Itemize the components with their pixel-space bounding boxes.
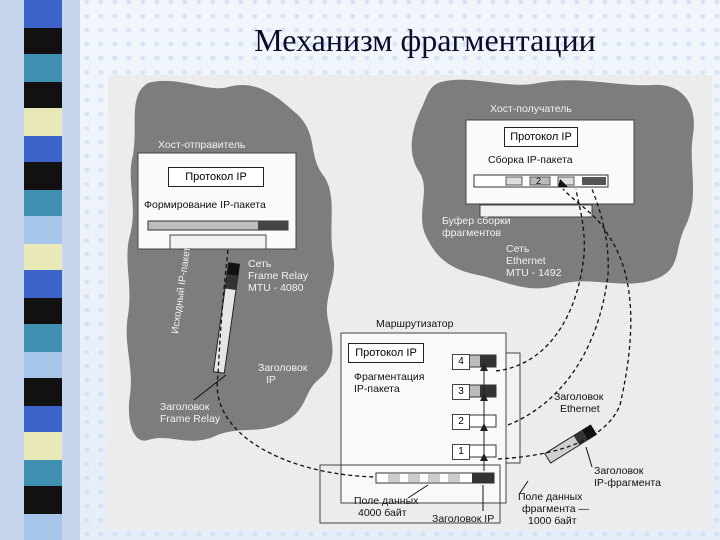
- buffer-label-line1: Буфер сборки: [442, 215, 511, 227]
- buffer-slot: [505, 176, 523, 186]
- packet-segment: [428, 474, 440, 482]
- sender-forming-label: Формирование IP-пакета: [144, 199, 266, 211]
- stripe-block: [24, 162, 62, 190]
- router-label: Маршрутизатор: [376, 318, 454, 330]
- sender-host-label: Хост-отправитель: [158, 139, 246, 151]
- stripe-block: [24, 136, 62, 162]
- path-sender-to-router: [216, 249, 377, 478]
- router-fragmentation-line2: IP-пакета: [354, 383, 400, 395]
- fr-header-label-line1: Заголовок: [160, 401, 210, 413]
- fragment-data-line2: фрагмента —: [522, 503, 589, 515]
- ethernet-fragment-ip-header: [573, 430, 588, 446]
- buffer-slot-number: 2: [536, 176, 542, 186]
- packet-segment: [408, 474, 420, 482]
- original-packet-group: [212, 262, 241, 374]
- stripe-block: [24, 190, 62, 216]
- ip-header-bottom-label: Заголовок IP: [432, 513, 495, 525]
- fragment-header: [480, 355, 496, 367]
- ethernet-line2: Ethernet: [506, 255, 546, 267]
- receiver-assembly-label: Сборка IP-пакета: [488, 154, 573, 166]
- router-arrowhead: [480, 423, 488, 431]
- frame-relay-line3: MTU - 4080: [248, 282, 304, 294]
- stripe-block: [24, 82, 62, 108]
- sender-host-base: [169, 234, 267, 250]
- fragment-data-line1: Поле данных: [518, 491, 583, 503]
- stripe-block: [24, 54, 62, 82]
- router-side: [505, 352, 521, 464]
- router-input-frame: [319, 464, 501, 524]
- leader-fr-header: [193, 374, 227, 401]
- fragment-number: 3: [452, 384, 470, 400]
- path-fragment-upper: [495, 188, 585, 372]
- stripe-block: [24, 0, 62, 28]
- data-field-line1: Поле данных: [354, 495, 419, 507]
- original-packet-bar: [212, 262, 241, 374]
- buffer-slot: [582, 177, 606, 185]
- stripe-block: [24, 216, 62, 244]
- ethernet-line3: MTU - 1492: [506, 267, 562, 279]
- path-router-to-receiver: [497, 188, 632, 460]
- fragment-header: [480, 385, 496, 397]
- sender-packet-header: [258, 221, 288, 230]
- ip-fragment-header-line1: Заголовок: [594, 465, 644, 477]
- router-fragmentation-line1: Фрагментация: [354, 371, 425, 383]
- stripe-block: [24, 298, 62, 324]
- receiver-protocol-box: Протокол IP: [504, 127, 578, 147]
- leader-data-field: [407, 484, 429, 499]
- ethernet-header-line2: Ethernet: [560, 403, 600, 415]
- stripe-block: [24, 108, 62, 136]
- ip-header-label-line2: IP: [266, 374, 276, 386]
- decorative-stripe: [0, 0, 80, 540]
- frame-relay-line2: Frame Relay: [248, 270, 309, 282]
- ethernet-line1: Сеть: [506, 243, 530, 255]
- original-packet-fr-header: [227, 262, 240, 277]
- slide-title: Механизм фрагментации: [254, 22, 596, 58]
- stripe-block: [24, 406, 62, 432]
- stripe-block: [24, 514, 62, 540]
- packet-ip-header: [472, 473, 494, 483]
- stripe-block: [24, 378, 62, 406]
- fr-header-label-line2: Frame Relay: [160, 413, 221, 425]
- router-arrowhead: [480, 363, 488, 371]
- fragment-number: 4: [452, 354, 470, 370]
- sender-protocol-box: Протокол IP: [168, 167, 264, 187]
- path-arrowhead: [558, 179, 568, 187]
- packet-segment: [388, 474, 400, 482]
- buffer-label-line2: фрагментов: [442, 227, 502, 239]
- frame-relay-cloud: [126, 80, 335, 441]
- original-packet-ip-header: [225, 274, 238, 291]
- stripe-block: [24, 270, 62, 298]
- stripe-block: [24, 352, 62, 378]
- receiver-host-base: [479, 204, 593, 218]
- ethernet-header-line1: Заголовок: [554, 391, 604, 403]
- stripe-block: [24, 486, 62, 514]
- fragment-data-line3: 1000 байт: [528, 515, 577, 527]
- ip-header-label-line1: Заголовок: [258, 362, 308, 374]
- packet-segment: [448, 474, 460, 482]
- router-arrowhead: [480, 393, 488, 401]
- fragment-number: 2: [452, 414, 470, 430]
- router-arrowhead: [480, 453, 488, 461]
- fragmentation-diagram: Хост-отправитель Протокол IP Формировани…: [108, 75, 712, 530]
- data-field-line2: 4000 байт: [358, 507, 407, 519]
- stripe-block: [24, 244, 62, 270]
- stripe-block: [24, 28, 62, 54]
- buffer-slot: [529, 176, 551, 186]
- fragment-number: 1: [452, 444, 470, 460]
- frame-relay-line1: Сеть: [248, 258, 272, 270]
- stripe-block: [24, 324, 62, 352]
- receiver-host-label: Хост-получатель: [490, 103, 572, 115]
- stripe-block: [24, 432, 62, 460]
- stripe-block: [24, 460, 62, 486]
- ip-fragment-header-line2: IP-фрагмента: [594, 477, 661, 489]
- leader-ip-fragment: [585, 446, 593, 468]
- leader-fragment-data: [519, 480, 529, 494]
- router-protocol-box: Протокол IP: [348, 343, 424, 363]
